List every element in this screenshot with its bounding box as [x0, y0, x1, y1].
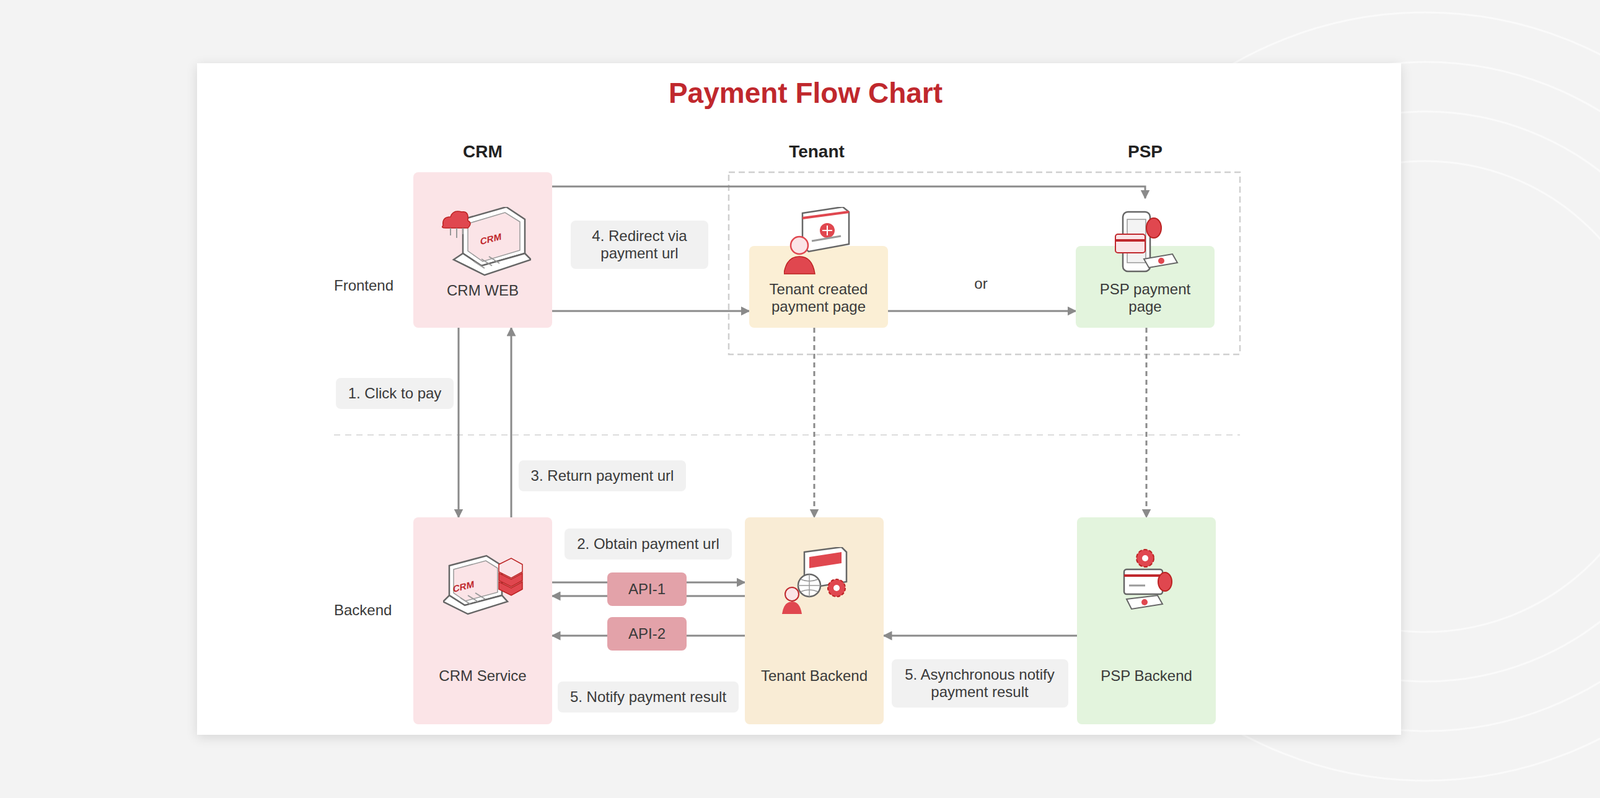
backend-icon — [782, 547, 851, 616]
connector — [883, 635, 1077, 637]
step-label: 5. Notify payment result — [557, 681, 739, 713]
column-heading: Tenant — [788, 141, 845, 162]
edge-label: or — [970, 273, 991, 294]
box-fill — [413, 517, 553, 725]
connector — [1146, 327, 1148, 518]
edge-label: 3. Return payment url — [518, 460, 687, 492]
step-label: 2. Obtain payment url — [564, 528, 732, 560]
payment-page-icon — [783, 206, 853, 276]
edge-label: 5. Asynchronous notify payment result — [891, 659, 1069, 708]
psp-page-icon — [1110, 209, 1179, 278]
connector-line — [457, 327, 460, 518]
row-heading: Frontend — [334, 276, 394, 295]
connector — [552, 186, 1146, 199]
psp-backend-icon — [1120, 547, 1177, 616]
api-tag: API-1 — [607, 572, 687, 607]
connector — [814, 327, 815, 518]
process-box: Tenant Backend — [744, 517, 884, 725]
chart-title: Payment Flow Chart — [668, 76, 943, 110]
box-fill — [1076, 517, 1216, 725]
connector-line — [883, 635, 1077, 638]
connector-line — [1145, 327, 1148, 518]
edge-label: 1. Click to pay — [335, 378, 455, 409]
connector — [458, 327, 460, 518]
connector-line — [552, 186, 1146, 199]
connector-line — [552, 310, 750, 313]
process-box: CRM ServiceCRM — [413, 517, 553, 725]
process-box: Tenant created payment page — [749, 198, 888, 328]
connector — [887, 311, 1076, 312]
box-label: CRM WEB — [433, 281, 533, 300]
connector-line — [887, 310, 1076, 313]
process-box: PSP payment page — [1075, 198, 1215, 328]
box-label: CRM Service — [425, 667, 540, 685]
connector-line — [510, 327, 513, 518]
separator — [334, 434, 1240, 436]
column-heading: CRM — [462, 141, 503, 162]
connector — [552, 311, 750, 312]
connector — [511, 327, 512, 518]
row-heading: Backend — [334, 601, 392, 620]
api-tag: API-2 — [607, 617, 687, 651]
process-box: PSP Backend — [1076, 517, 1216, 725]
connector-line — [813, 327, 816, 518]
dashed-group — [728, 172, 1240, 355]
box-label: Tenant created payment page — [749, 280, 888, 316]
box-label: Tenant Backend — [747, 667, 882, 685]
box-label: PSP Backend — [1086, 667, 1206, 685]
edge-label: 4. Redirect via payment url — [570, 220, 709, 269]
box-label: PSP payment page — [1075, 280, 1215, 316]
box-fill — [744, 517, 884, 725]
column-heading: PSP — [1127, 141, 1163, 162]
process-box: CRM WEBCRM — [413, 172, 553, 328]
